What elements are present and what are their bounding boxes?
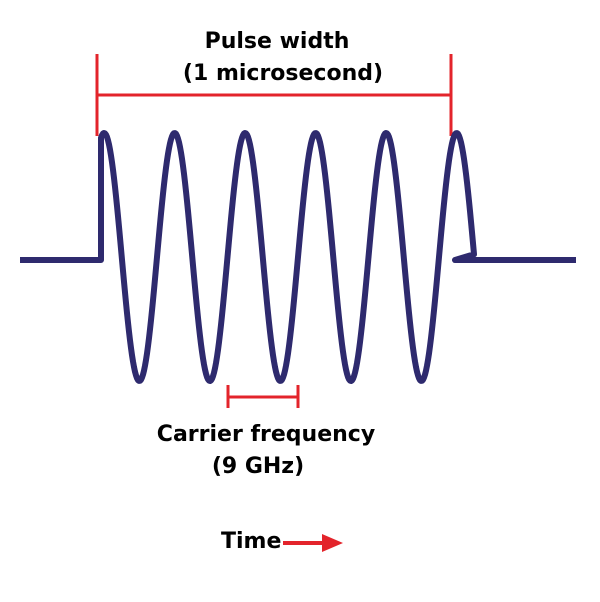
time-arrow-head-icon <box>322 534 343 552</box>
pulse-width-value: (1 microsecond) <box>182 61 384 86</box>
pulse-width-title: Pulse width <box>204 29 350 54</box>
carrier-frequency-value: (9 GHz) <box>211 454 305 479</box>
carrier-period-bracket <box>226 385 300 408</box>
time-arrow <box>283 534 343 552</box>
pulse-width-bracket <box>95 54 453 136</box>
time-axis-label: Time <box>221 529 282 554</box>
carrier-frequency-title: Carrier frequency <box>156 422 376 447</box>
pulse-waveform <box>20 130 576 384</box>
